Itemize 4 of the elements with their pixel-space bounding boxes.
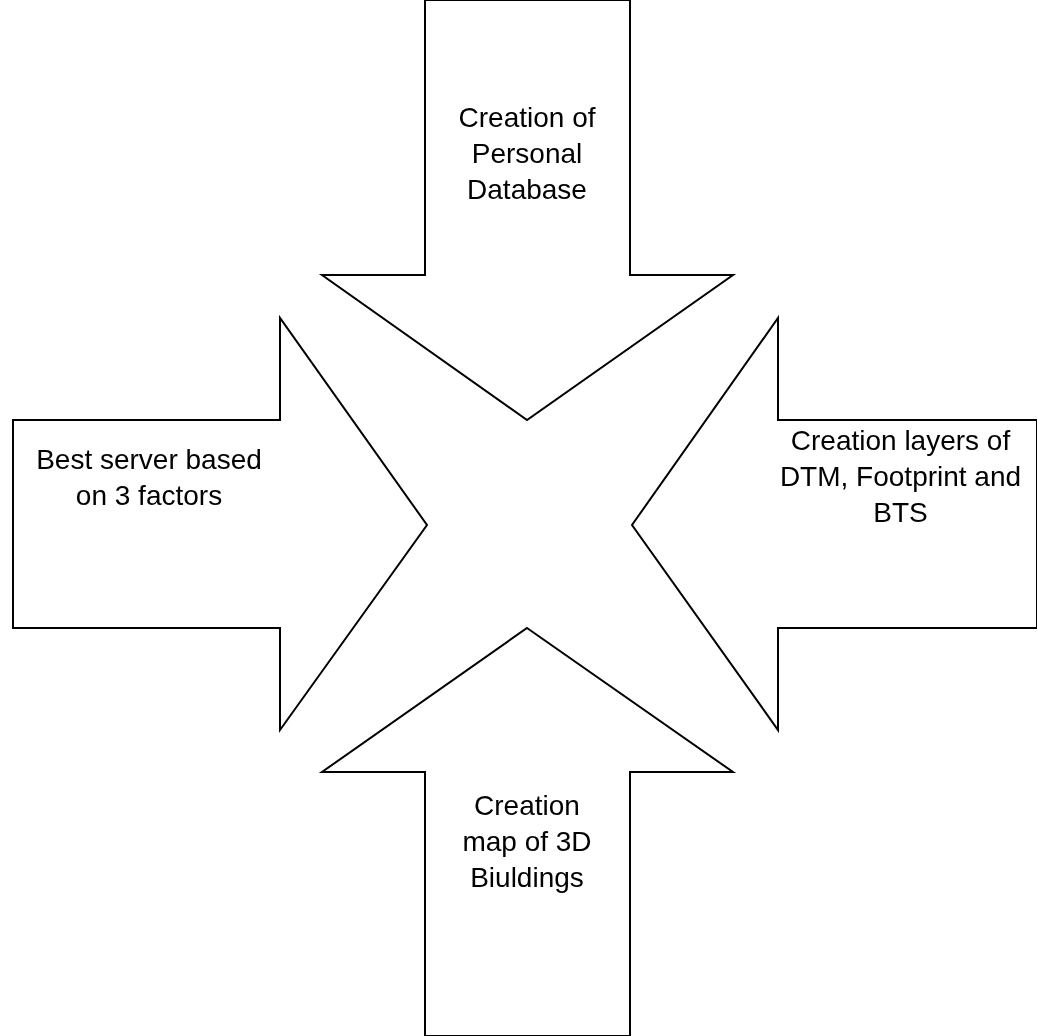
arrow-label: Creation of Personal Database [457,101,597,207]
arrow-label: Creation map of 3D Biuldings [461,789,593,895]
arrow-label: Best server based on 3 factors [35,443,263,513]
arrow-label: Creation layers of DTM, Footprint and BTS [778,424,1023,530]
